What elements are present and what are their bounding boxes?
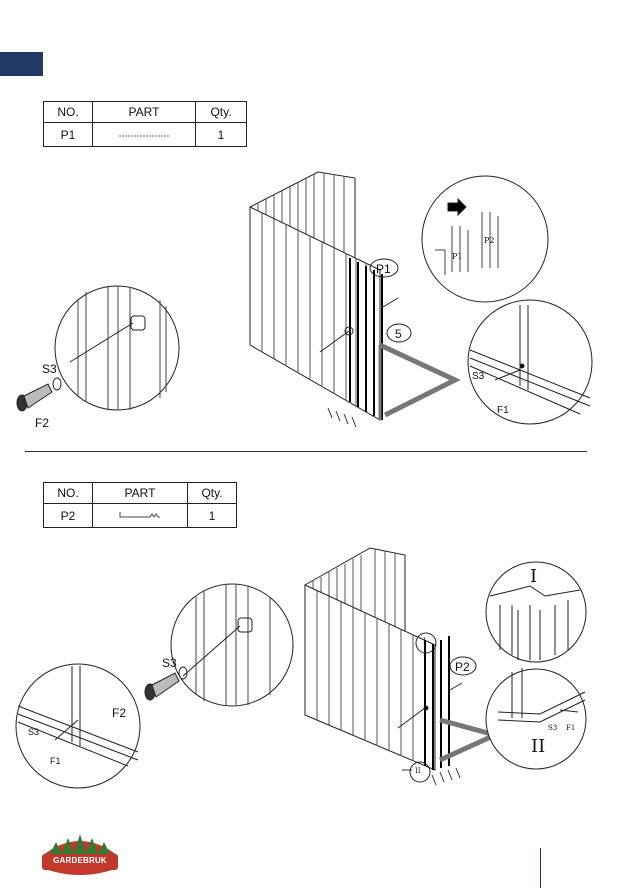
label-s3: S3 bbox=[42, 362, 57, 376]
callout-p1-circle bbox=[369, 258, 399, 278]
callout-step-circle bbox=[386, 323, 412, 343]
section-tab bbox=[0, 52, 43, 76]
section-divider bbox=[25, 451, 587, 452]
shed-step2 bbox=[304, 547, 503, 786]
label-i-small: I bbox=[423, 637, 426, 645]
label-s3: S3 bbox=[162, 656, 177, 670]
callout-p2: P2 bbox=[455, 660, 470, 674]
gardebruk-logo bbox=[42, 834, 118, 875]
detail-circle-screw-step1 bbox=[54, 285, 180, 411]
label-f2: F2 bbox=[35, 416, 50, 430]
header-qty: Qty. bbox=[187, 482, 237, 504]
part-image bbox=[92, 503, 188, 528]
label-f1-detail: F1 bbox=[50, 756, 61, 766]
label-s3-ii: S3 bbox=[548, 724, 558, 732]
detail-circle-base-step1 bbox=[467, 299, 593, 425]
parts-table-1: NO. PART Qty. P1 1 bbox=[43, 101, 247, 147]
screw-f2 bbox=[16, 377, 62, 412]
label-f2: F2 bbox=[112, 706, 127, 720]
detail-circle-panel-joint bbox=[421, 175, 549, 303]
label-p2-small: P2 bbox=[484, 236, 495, 245]
callout-p1: P1 bbox=[376, 262, 391, 276]
callout-step: 5 bbox=[395, 327, 402, 341]
detail-circle-base-step2 bbox=[15, 663, 141, 789]
label-p1-small: P1 bbox=[452, 252, 463, 261]
shed-step1 bbox=[249, 171, 461, 428]
part-qty: 1 bbox=[187, 503, 237, 528]
label-s3-detail: S3 bbox=[472, 371, 485, 382]
label-s3-detail: S3 bbox=[28, 727, 40, 737]
label-ii-small: II bbox=[415, 767, 421, 775]
part-qty: 1 bbox=[195, 122, 247, 147]
callout-p2-circle bbox=[449, 656, 477, 676]
roman-i: I bbox=[530, 566, 538, 587]
parts-table-2: NO. PART Qty. P2 1 bbox=[43, 482, 237, 528]
part-number: P2 bbox=[43, 503, 93, 528]
screw-step2 bbox=[144, 666, 188, 701]
detail-circle-i bbox=[485, 561, 587, 663]
roman-ii: II bbox=[531, 736, 546, 757]
label-f1-detail: F1 bbox=[497, 405, 509, 416]
detail-circle-screw-step2 bbox=[170, 583, 294, 707]
brand-name: GARDEBRUK bbox=[53, 856, 107, 865]
label-f1-ii: F1 bbox=[566, 724, 576, 732]
page-marker bbox=[540, 848, 541, 888]
detail-circle-ii bbox=[485, 668, 587, 770]
part-image bbox=[92, 122, 196, 147]
